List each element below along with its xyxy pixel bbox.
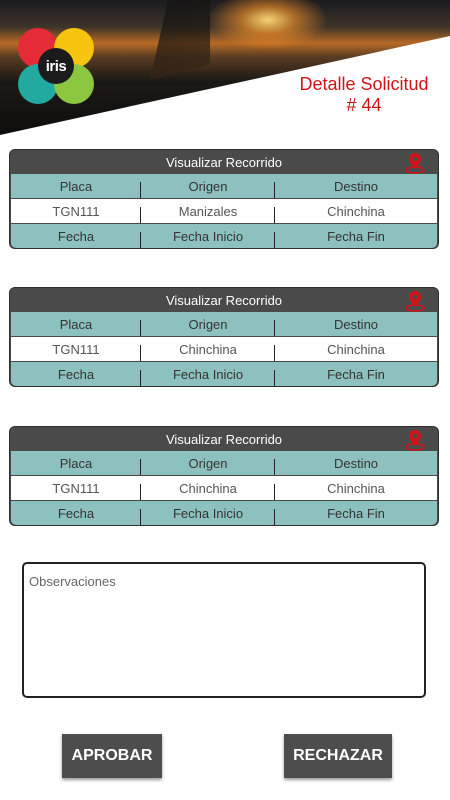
route-card-1: Visualizar Recorrido Placa Origen Destin… [9,149,439,249]
page-title-line1: Detalle Solicitud [299,74,429,94]
end-date-header: Fecha Fin [327,228,385,244]
date-header: Fecha [11,367,141,386]
origin-header: Origen [141,317,275,336]
observations-placeholder: Observaciones [29,574,116,589]
view-route-label: Visualizar Recorrido [165,431,283,447]
header: iris Detalle Solicitud # 44 [0,0,450,135]
page-title: Detalle Solicitud # 44 [284,74,444,116]
route-value-row: TGN111 Chinchina Chinchina [11,337,437,361]
route-header-row: Placa Origen Destino [11,174,437,198]
route-date-row: Fecha Fecha Inicio Fecha Fin [11,362,437,386]
destination-value: Chinchina [327,341,385,357]
start-date-header: Fecha Inicio [141,229,275,248]
observations-textarea[interactable]: Observaciones [22,562,426,698]
plate-header: Placa [11,179,141,198]
origin-header: Origen [141,456,275,475]
destination-header: Destino [333,455,379,471]
destination-header: Destino [333,178,379,194]
route-card-3: Visualizar Recorrido Placa Origen Destin… [9,426,439,526]
plate-header: Placa [11,317,141,336]
plate-value: TGN111 [11,481,141,500]
approve-button[interactable]: APROBAR [62,734,162,778]
destination-header: Destino [333,316,379,332]
view-route-button[interactable]: Visualizar Recorrido [10,150,438,174]
plate-value: TGN111 [11,342,141,361]
page-title-line2: # 44 [346,95,382,115]
route-header-row: Placa Origen Destino [11,451,437,475]
origin-value: Chinchina [141,342,275,361]
location-pin-icon[interactable] [404,152,426,174]
iris-logo: iris [18,28,94,104]
start-date-header: Fecha Inicio [141,367,275,386]
route-header-row: Placa Origen Destino [11,312,437,336]
view-route-label: Visualizar Recorrido [165,154,283,170]
destination-value: Chinchina [327,203,385,219]
car-window-decoration [150,0,210,80]
origin-value: Chinchina [141,481,275,500]
date-header: Fecha [11,506,141,525]
plate-value: TGN111 [11,204,141,223]
logo-text: iris [38,48,74,84]
plate-header: Placa [11,456,141,475]
reject-button[interactable]: RECHAZAR [284,734,392,778]
route-date-row: Fecha Fecha Inicio Fecha Fin [11,224,437,248]
origin-value: Manizales [141,204,275,223]
destination-value: Chinchina [327,480,385,496]
start-date-header: Fecha Inicio [141,506,275,525]
view-route-button[interactable]: Visualizar Recorrido [10,427,438,451]
route-date-row: Fecha Fecha Inicio Fecha Fin [11,501,437,525]
end-date-header: Fecha Fin [327,366,385,382]
route-value-row: TGN111 Chinchina Chinchina [11,476,437,500]
date-header: Fecha [11,229,141,248]
origin-header: Origen [141,179,275,198]
route-value-row: TGN111 Manizales Chinchina [11,199,437,223]
end-date-header: Fecha Fin [327,505,385,521]
view-route-label: Visualizar Recorrido [165,292,283,308]
view-route-button[interactable]: Visualizar Recorrido [10,288,438,312]
route-card-2: Visualizar Recorrido Placa Origen Destin… [9,287,439,387]
location-pin-icon[interactable] [404,429,426,451]
location-pin-icon[interactable] [404,290,426,312]
